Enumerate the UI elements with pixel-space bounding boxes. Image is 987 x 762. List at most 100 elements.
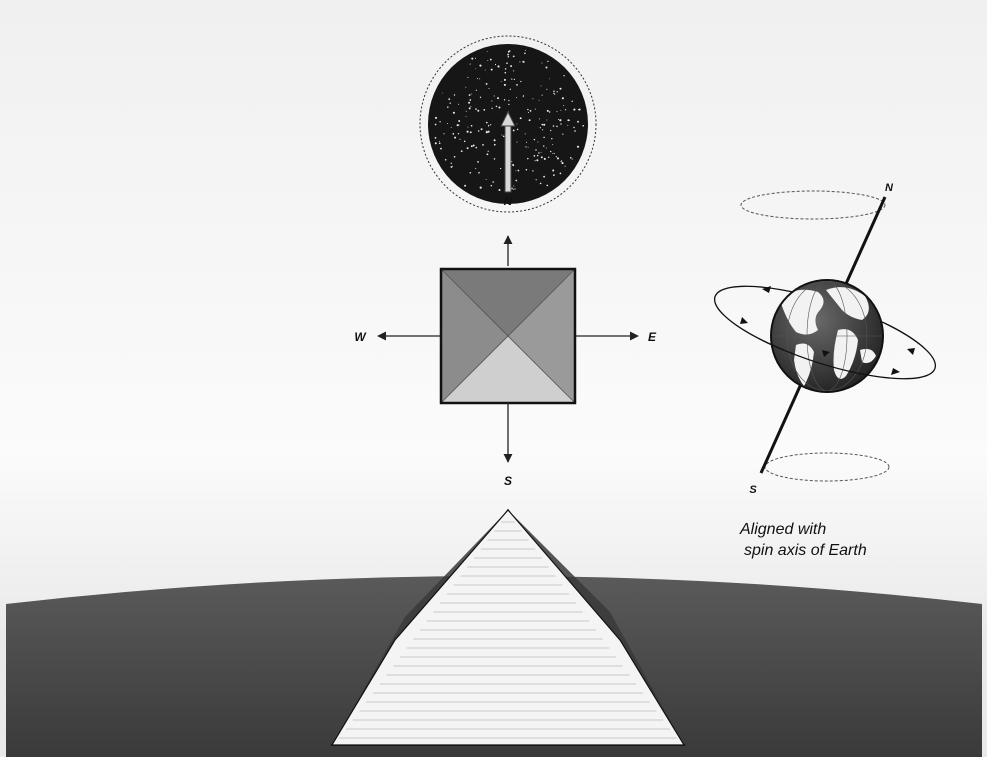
star xyxy=(522,60,525,63)
star xyxy=(535,149,537,151)
star xyxy=(487,130,490,133)
star xyxy=(463,140,466,143)
star xyxy=(475,146,478,149)
star xyxy=(486,153,489,156)
star xyxy=(475,167,477,169)
star xyxy=(465,110,467,112)
star xyxy=(553,174,555,176)
star xyxy=(513,185,515,187)
star xyxy=(488,87,490,90)
star xyxy=(522,95,525,97)
star xyxy=(479,78,481,80)
star xyxy=(525,168,528,171)
star xyxy=(545,66,548,69)
star xyxy=(559,172,562,175)
star xyxy=(560,123,562,125)
star xyxy=(553,152,555,155)
star xyxy=(489,58,492,61)
star xyxy=(578,108,581,111)
star xyxy=(502,135,505,138)
star xyxy=(561,97,564,100)
star xyxy=(493,143,496,146)
star xyxy=(486,51,488,53)
star xyxy=(490,124,492,126)
north-rotation-ellipse xyxy=(740,190,886,220)
star xyxy=(543,175,545,178)
star xyxy=(516,123,518,125)
star xyxy=(470,124,473,127)
star xyxy=(434,136,437,139)
star xyxy=(543,157,546,160)
star xyxy=(487,60,489,62)
star xyxy=(497,65,500,68)
star xyxy=(469,131,472,134)
star xyxy=(439,121,441,123)
star xyxy=(504,68,507,70)
star xyxy=(516,128,519,131)
star xyxy=(466,130,469,133)
star xyxy=(515,179,518,182)
star xyxy=(485,121,488,124)
star xyxy=(567,119,570,122)
star xyxy=(467,76,469,78)
star xyxy=(493,95,495,97)
star xyxy=(466,147,469,150)
star xyxy=(460,150,463,152)
star xyxy=(559,87,562,90)
star xyxy=(550,150,552,153)
star xyxy=(434,116,438,119)
star xyxy=(491,107,493,109)
star xyxy=(527,108,529,111)
star xyxy=(571,100,573,102)
star xyxy=(450,126,452,128)
star xyxy=(467,126,469,128)
star xyxy=(447,123,449,124)
north-arrow xyxy=(500,110,516,266)
star xyxy=(526,141,528,143)
star xyxy=(569,119,571,121)
star xyxy=(528,111,530,114)
star xyxy=(468,94,471,96)
star xyxy=(475,108,477,110)
star xyxy=(525,146,527,148)
compass-west-label: W xyxy=(354,330,367,344)
star xyxy=(501,134,503,136)
star xyxy=(540,156,543,159)
star xyxy=(507,53,510,56)
star xyxy=(538,152,540,154)
star xyxy=(534,160,536,162)
star xyxy=(474,57,477,59)
star xyxy=(536,154,539,157)
star xyxy=(498,106,501,109)
star xyxy=(465,116,467,118)
star xyxy=(452,133,455,135)
star xyxy=(524,52,526,55)
star xyxy=(546,109,549,112)
compass-south-label: S xyxy=(504,474,512,488)
star xyxy=(458,103,460,105)
star xyxy=(475,89,478,91)
star xyxy=(488,125,489,127)
pyramid-course-lines xyxy=(339,521,677,739)
star xyxy=(448,98,451,100)
star xyxy=(479,186,482,189)
star xyxy=(543,123,546,126)
star xyxy=(512,129,515,132)
star xyxy=(449,102,451,104)
star xyxy=(438,142,441,145)
star xyxy=(497,97,499,100)
star xyxy=(458,120,461,122)
star xyxy=(456,124,459,126)
star xyxy=(538,99,540,101)
star xyxy=(457,133,460,135)
star xyxy=(556,111,558,113)
earth-south-label: S xyxy=(749,484,757,496)
star xyxy=(498,189,501,191)
star xyxy=(471,93,473,95)
star xyxy=(552,152,554,154)
star xyxy=(468,101,471,104)
star xyxy=(484,69,486,71)
star xyxy=(508,99,510,102)
star xyxy=(560,109,562,111)
